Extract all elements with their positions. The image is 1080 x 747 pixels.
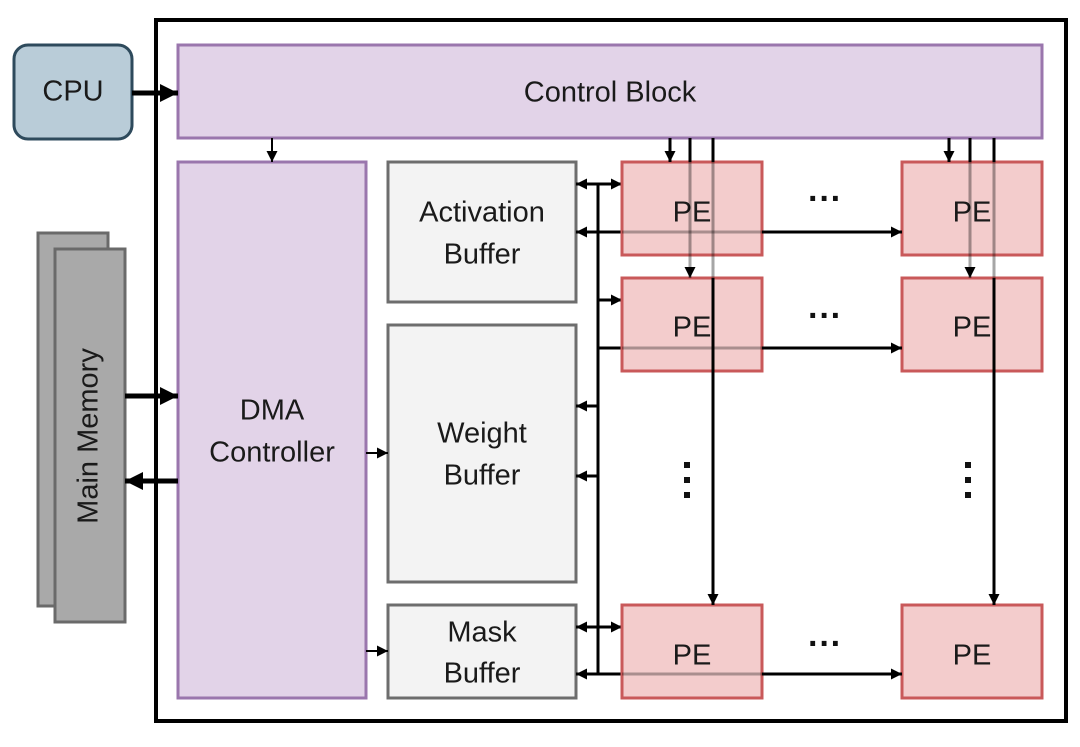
system-wires <box>125 84 388 657</box>
coln-vertical-ellipsis <box>965 462 971 498</box>
control-block-label: Control Block <box>524 77 697 109</box>
pe-array-wires <box>622 138 1000 680</box>
pe-array: PE PE PE PE PE PE <box>620 160 1044 700</box>
mask-buffer: Mask Buffer <box>386 603 578 700</box>
main-memory: Main Memory <box>36 231 127 624</box>
dma-controller-line2: Controller <box>209 437 335 469</box>
mask-buffer-line2: Buffer <box>444 658 521 690</box>
main-memory-label: Main Memory <box>73 348 105 524</box>
cpu-label: CPU <box>42 76 103 108</box>
ellipses: ··· ··· ··· <box>684 180 971 663</box>
main-memory-front-layer <box>53 247 127 624</box>
coln-dot-3 <box>965 492 971 498</box>
row2-horizontal-ellipsis: ··· <box>808 297 842 335</box>
mask-buffer-line1: Mask <box>447 617 517 649</box>
pe-rn-c1-label: PE <box>673 640 712 672</box>
activation-buffer: Activation Buffer <box>386 160 578 304</box>
pe-rn-cn-label: PE <box>953 640 992 672</box>
cpu-block: CPU <box>12 43 134 141</box>
pe-r1-c1-label: PE <box>673 197 712 229</box>
weight-buffer-line2: Buffer <box>444 460 521 492</box>
rowN-horizontal-ellipsis: ··· <box>808 625 842 663</box>
dma-controller: DMA Controller <box>176 160 368 700</box>
weight-buffer-box <box>386 323 578 584</box>
coln-dot-1 <box>965 462 971 468</box>
pe-r2-cn <box>900 276 1044 373</box>
col1-dot-2 <box>684 477 690 483</box>
dma-controller-box <box>176 160 368 700</box>
pe-r1-cn-label: PE <box>953 197 992 229</box>
col1-vertical-ellipsis <box>684 462 690 498</box>
col1-dot-1 <box>684 462 690 468</box>
activation-buffer-box <box>386 160 578 304</box>
coln-dot-2 <box>965 477 971 483</box>
weight-buffer: Weight Buffer <box>386 323 578 584</box>
pe-r2-c1-label: PE <box>673 312 712 344</box>
pe-r1-cn <box>900 160 1044 257</box>
pe-r1-c1 <box>620 160 764 257</box>
dma-controller-line1: DMA <box>240 395 305 427</box>
activation-buffer-line2: Buffer <box>444 239 521 271</box>
pe-rn-c1 <box>620 603 764 700</box>
weight-buffer-line1: Weight <box>437 418 527 450</box>
mask-buffer-box <box>386 603 578 700</box>
control-block: Control Block <box>176 43 1044 140</box>
pe-r2-c1 <box>620 276 764 373</box>
row1-horizontal-ellipsis: ··· <box>808 180 842 218</box>
pe-r2-cn-label: PE <box>953 312 992 344</box>
pe-rn-cn <box>900 603 1044 700</box>
col1-dot-3 <box>684 492 690 498</box>
activation-buffer-line1: Activation <box>419 197 545 229</box>
control-block-box <box>176 43 1044 140</box>
